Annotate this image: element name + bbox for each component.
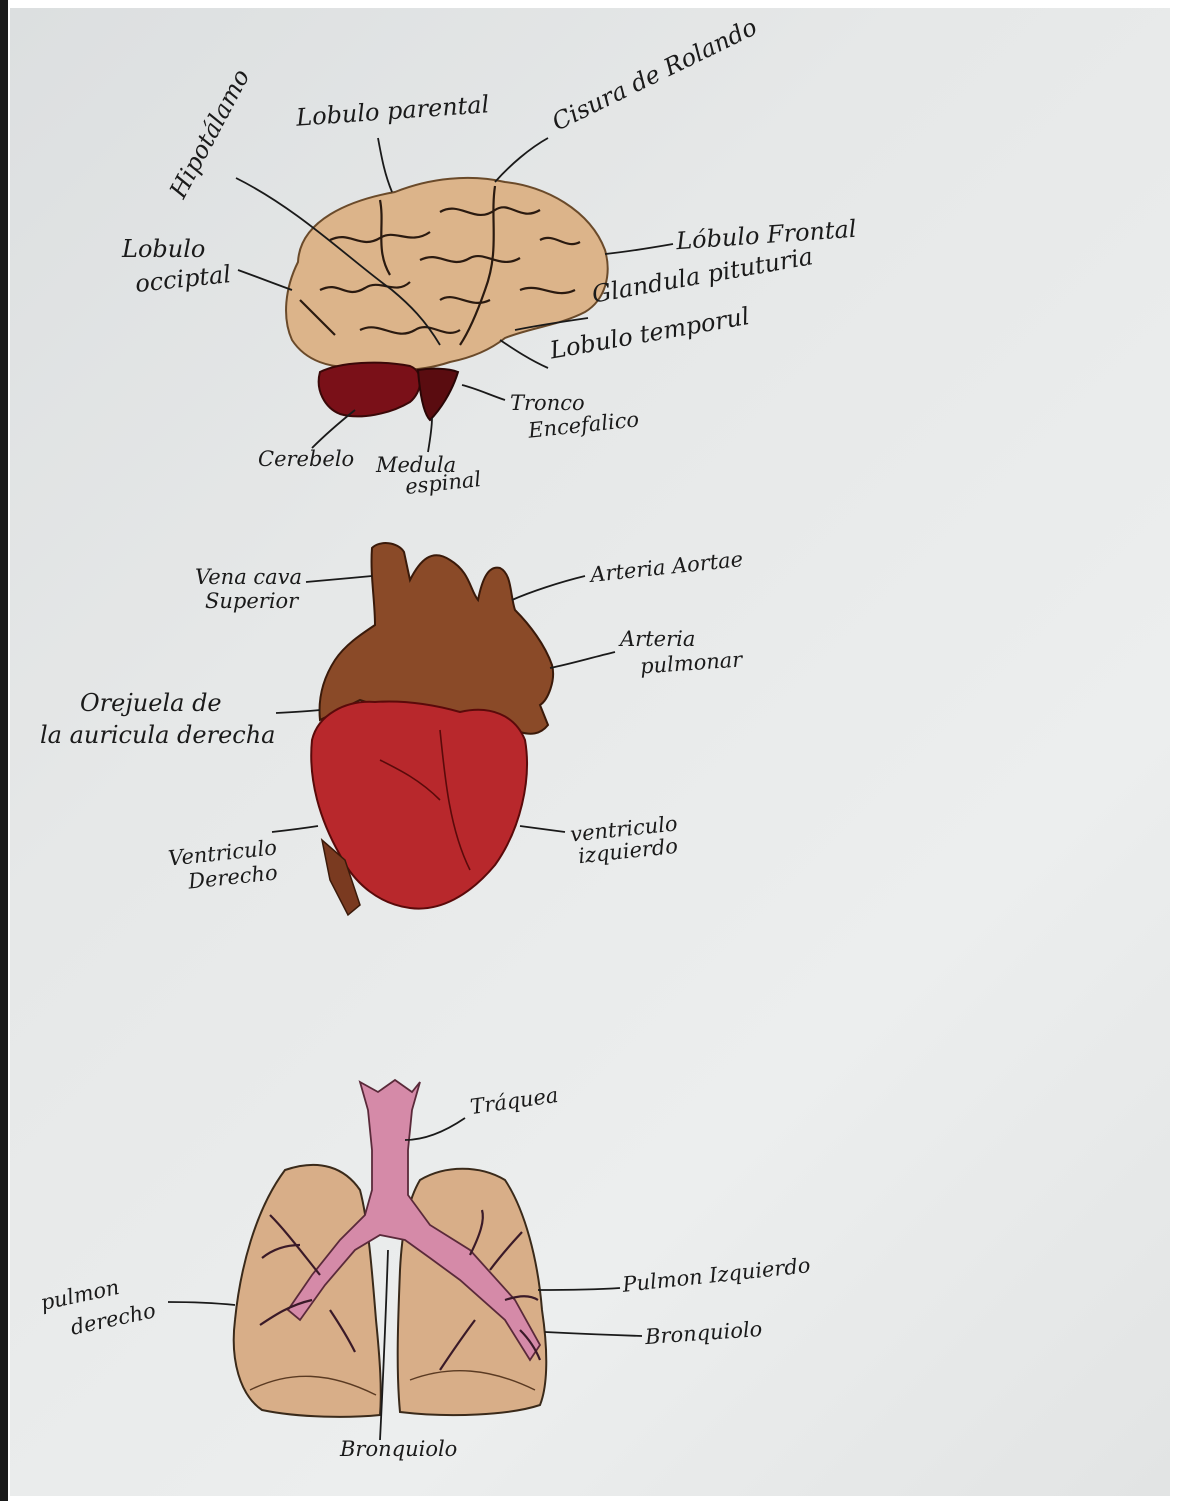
label-vena-cava-2: Superior [205,590,298,612]
brain-illustration [286,178,608,420]
brain-stem [418,369,458,420]
label-cerebelo: Cerebelo [258,448,354,470]
left-lung [398,1169,547,1415]
label-bronquiolo-bottom: Bronquiolo [340,1438,457,1460]
label-orejuela-2: la auricula derecha [40,722,276,748]
label-arteria-pulmonar-1: Arteria [620,628,695,650]
lungs-illustration [234,1080,547,1417]
label-orejuela-1: Orejuela de [80,690,222,716]
label-vena-cava-1: Vena cava [195,566,302,588]
label-lobulo-occipital-1: Lobulo [122,236,205,262]
cerebellum [319,363,420,417]
label-tronco-1: Tronco [510,392,585,414]
